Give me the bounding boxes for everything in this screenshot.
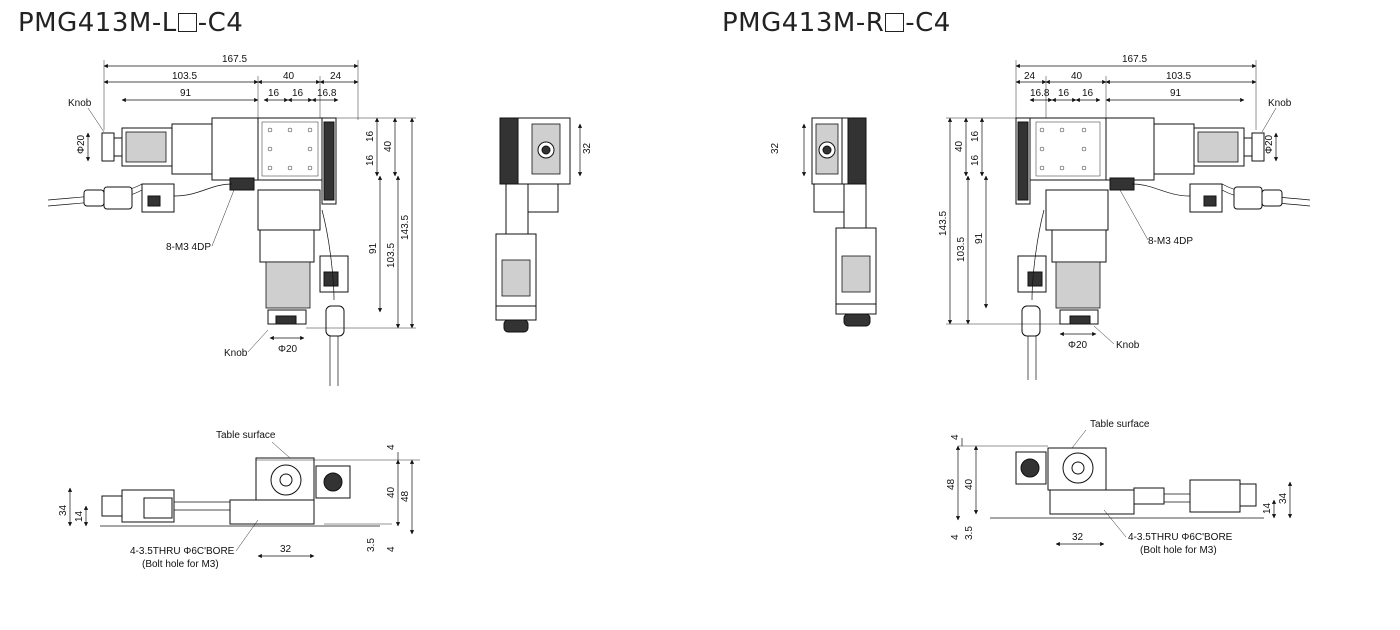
dim-4: 4 <box>386 444 397 450</box>
dim-14: 14 <box>74 510 85 522</box>
dim-34: 34 <box>1278 492 1289 504</box>
knob-label: Knob <box>1116 340 1140 351</box>
drawing-title-right: PMG413M-R-C4 <box>722 8 951 38</box>
dim-14: 14 <box>1262 502 1273 514</box>
dim-32: 32 <box>280 544 292 555</box>
placeholder-box <box>177 13 197 32</box>
dim-103-5: 103.5 <box>386 243 397 268</box>
dim-103-5: 103.5 <box>1166 71 1191 82</box>
placeholder-box <box>885 13 905 32</box>
drawing-title-left: PMG413M-L-C4 <box>18 8 244 38</box>
dim-40: 40 <box>1071 71 1083 82</box>
tapped-hole-label: 8-M3 4DP <box>166 242 211 253</box>
dim-40: 40 <box>383 140 394 152</box>
dim-32: 32 <box>770 142 781 154</box>
dim-40: 40 <box>954 140 965 152</box>
dim-24: 24 <box>1024 71 1036 82</box>
left-top-view: 167.5 103.5 40 24 91 16 16 16.8 16 16 40… <box>47 54 416 386</box>
knob <box>1251 132 1265 162</box>
table-surface-label: Table surface <box>216 430 276 441</box>
dim-4: 4 <box>950 534 961 540</box>
table-surface-label: Table surface <box>1090 419 1150 430</box>
bolt-hole-label: (Bolt hole for M3) <box>1140 545 1217 556</box>
dim-32: 32 <box>1072 532 1084 543</box>
dim-91: 91 <box>1170 88 1182 99</box>
dim-phi20: Φ20 <box>1264 134 1275 154</box>
dim-16: 16 <box>970 130 981 142</box>
dim-phi20: Φ20 <box>1068 340 1088 351</box>
dim-24: 24 <box>330 71 342 82</box>
dim-16: 16 <box>365 154 376 166</box>
right-front-view: Table surface 4 40 48 4 3.5 34 14 32 4-3… <box>946 419 1293 556</box>
left-front-view: Table surface 4 40 48 3.5 4 34 14 32 4-3… <box>58 430 420 570</box>
knob-label: Knob <box>68 98 92 109</box>
tapped-hole-label: 8-M3 4DP <box>1148 236 1193 247</box>
dim-143-5: 143.5 <box>400 215 411 240</box>
dim-3-5: 3.5 <box>366 538 377 552</box>
dim-34: 34 <box>58 504 69 516</box>
dim-16-8: 16.8 <box>317 88 337 99</box>
thru-bore-label: 4-3.5THRU Φ6C'BORE <box>1128 532 1233 543</box>
dim-4: 4 <box>950 434 961 440</box>
dim-40: 40 <box>386 486 397 498</box>
dim-16: 16 <box>365 130 376 142</box>
dim-3-5: 3.5 <box>964 526 975 540</box>
stage-table <box>257 117 323 181</box>
dim-167-5: 167.5 <box>222 54 247 65</box>
dim-103-5: 103.5 <box>172 71 197 82</box>
dim-103-5: 103.5 <box>956 237 967 262</box>
dim-4: 4 <box>386 546 397 552</box>
dim-16: 16 <box>1082 88 1094 99</box>
dim-91: 91 <box>974 232 985 244</box>
right-side-view: 32 <box>770 117 877 327</box>
dim-40: 40 <box>283 71 295 82</box>
stage-table <box>1029 117 1107 181</box>
knob <box>101 132 115 162</box>
dim-16: 16 <box>292 88 304 99</box>
dim-143-5: 143.5 <box>938 211 949 236</box>
dim-40: 40 <box>964 478 975 490</box>
dim-48: 48 <box>400 490 411 502</box>
dim-91: 91 <box>368 242 379 254</box>
right-top-view: 167.5 24 40 103.5 16.8 16 16 91 16 16 40… <box>938 54 1311 380</box>
bolt-hole-label: (Bolt hole for M3) <box>142 559 219 570</box>
knob-label: Knob <box>224 348 248 359</box>
dim-32: 32 <box>582 142 593 154</box>
dim-91: 91 <box>180 88 192 99</box>
dim-167-5: 167.5 <box>1122 54 1147 65</box>
dim-16: 16 <box>970 154 981 166</box>
dim-16-8: 16.8 <box>1030 88 1050 99</box>
dim-16: 16 <box>268 88 280 99</box>
knob-label: Knob <box>1268 98 1292 109</box>
dim-phi20: Φ20 <box>278 344 298 355</box>
dim-phi20: Φ20 <box>76 134 87 154</box>
dim-48: 48 <box>946 478 957 490</box>
dim-16: 16 <box>1058 88 1070 99</box>
left-side-view: 32 <box>495 117 593 333</box>
thru-bore-label: 4-3.5THRU Φ6C'BORE <box>130 546 235 557</box>
